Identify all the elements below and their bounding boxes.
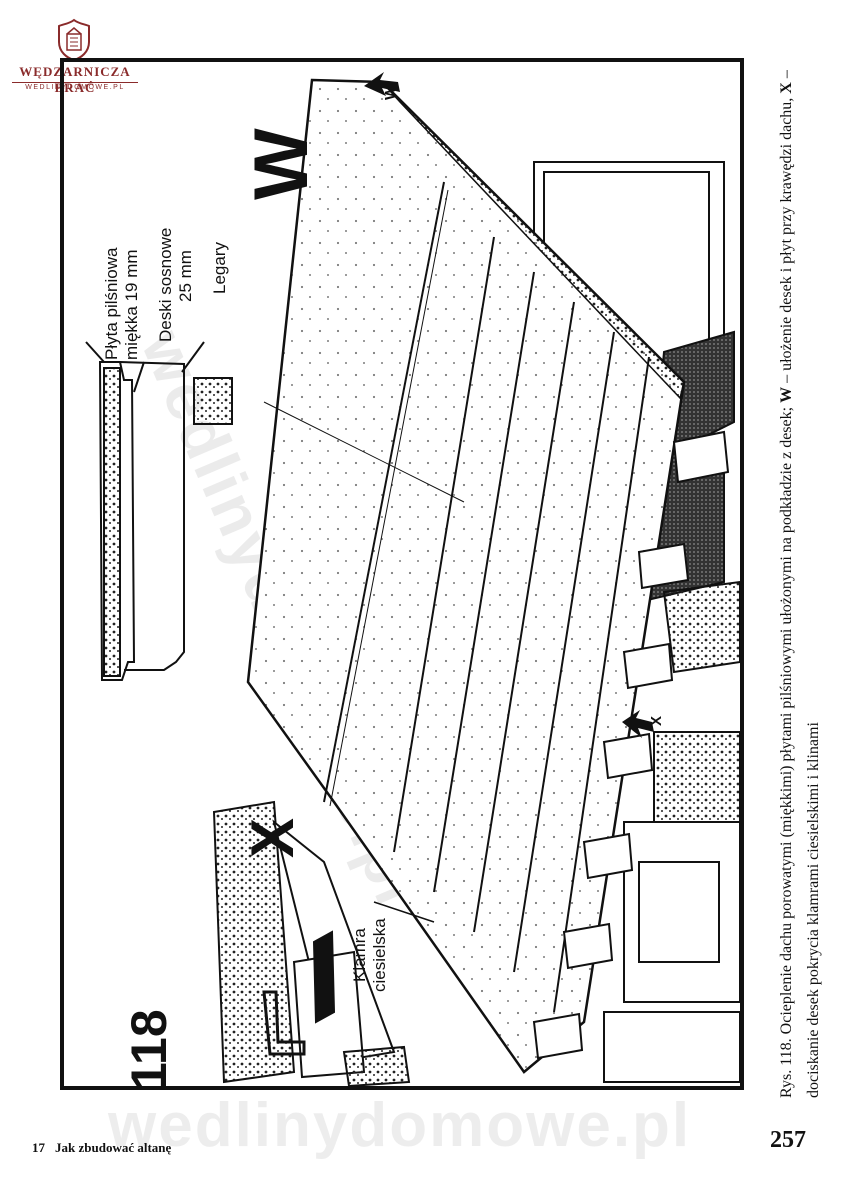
label-plyta-line2: miękka 19 mm	[122, 249, 141, 360]
crest-icon	[58, 18, 90, 62]
roof-insulation-drawing	[85, 72, 740, 1086]
chapter-title: Jak zbudować altanę	[55, 1140, 172, 1155]
logo-title: WĘDZARNICZA BRAĆ	[19, 64, 131, 95]
logo-divider	[12, 82, 138, 83]
running-footer: 17 Jak zbudować altanę	[32, 1140, 181, 1156]
label-deski-line2: 25 mm	[176, 250, 195, 302]
label-klamra-line2: ciesielska	[370, 918, 389, 992]
caption-text-1: Ocieplenie dachu porowatymi (miękkimi) p…	[778, 402, 795, 1039]
arrow-w-label: W	[382, 85, 399, 100]
caption-bold-w: W	[778, 386, 795, 403]
figure-number: 118	[121, 1009, 177, 1090]
label-legary: Legary	[210, 242, 229, 294]
roof-panel	[246, 78, 686, 1074]
figure-118: Płyta pilśniowa miękka 19 mm Deski sosno…	[60, 58, 744, 1090]
rafter-ends	[532, 430, 730, 1060]
arrow-x-icon	[622, 710, 654, 738]
caption-bold-x: X	[778, 82, 795, 94]
site-logo: WĘDZARNICZA BRAĆ WEDLINYDOMOWE.PL	[0, 0, 160, 100]
caption-lead: Rys. 118.	[778, 1038, 795, 1098]
view-label-w: W	[239, 128, 324, 200]
label-deski-line1: Deski sosnowe	[156, 227, 175, 342]
view-label-x: X	[239, 817, 306, 858]
detail-w-section	[85, 341, 233, 681]
arrow-x-label: X	[648, 715, 665, 726]
figure-caption: Rys. 118. Ocieplenie dachu porowatymi (m…	[773, 58, 827, 1098]
caption-text-2: – ułożenie desek i płyt przy krawędzi da…	[778, 93, 795, 387]
bottom-watermark: wedlinydomowe.pl	[108, 1091, 692, 1160]
detail-x-clamp	[212, 800, 435, 1086]
logo-subtitle: WEDLINYDOMOWE.PL	[25, 84, 125, 91]
label-plyta-line1: Płyta pilśniowa	[102, 247, 121, 360]
arrow-w-icon	[364, 72, 400, 96]
label-klamra-line1: Klamra	[350, 928, 369, 982]
page-number: 257	[770, 1127, 806, 1153]
chapter-number: 17	[32, 1140, 45, 1155]
